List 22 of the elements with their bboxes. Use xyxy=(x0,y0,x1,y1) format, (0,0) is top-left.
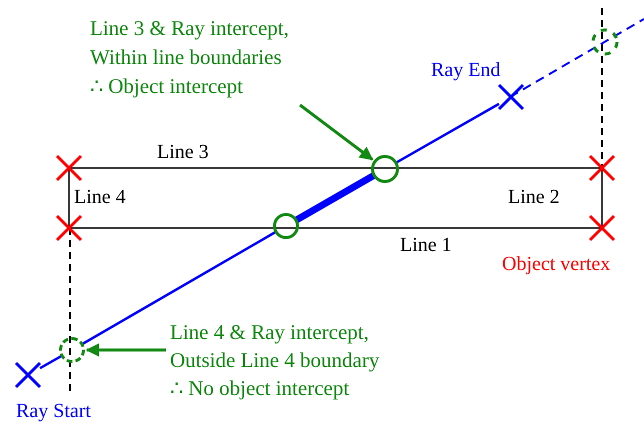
ray-start-marker xyxy=(16,363,40,387)
note-text: Line 3 & Ray intercept, Within line boundaries xyxy=(90,15,290,71)
ray-line xyxy=(294,172,376,224)
ray-label: Ray Start xyxy=(16,400,91,422)
ray-line xyxy=(39,354,62,370)
ray-line xyxy=(82,230,276,346)
note-text: ∴ No object intercept xyxy=(170,375,350,402)
missed-intercept-circle xyxy=(59,337,85,363)
arrow xyxy=(299,104,374,161)
line-label: Line 1 xyxy=(400,234,452,256)
arrow xyxy=(86,343,166,357)
ray-label: Ray End xyxy=(431,59,500,81)
ray-line xyxy=(396,102,500,164)
vertex-label: Object vertex xyxy=(502,253,610,275)
note-text: Line 4 & Ray intercept, Outside Line 4 boundary xyxy=(170,319,380,374)
line-label: Line 3 xyxy=(157,141,209,163)
intercept-circle xyxy=(273,213,299,239)
line-label: Line 2 xyxy=(508,186,560,208)
ray-end-marker xyxy=(499,85,523,109)
line-label: Line 4 xyxy=(74,186,126,208)
note-text: ∴ Object intercept xyxy=(90,73,244,100)
intercept-circle xyxy=(371,155,399,183)
